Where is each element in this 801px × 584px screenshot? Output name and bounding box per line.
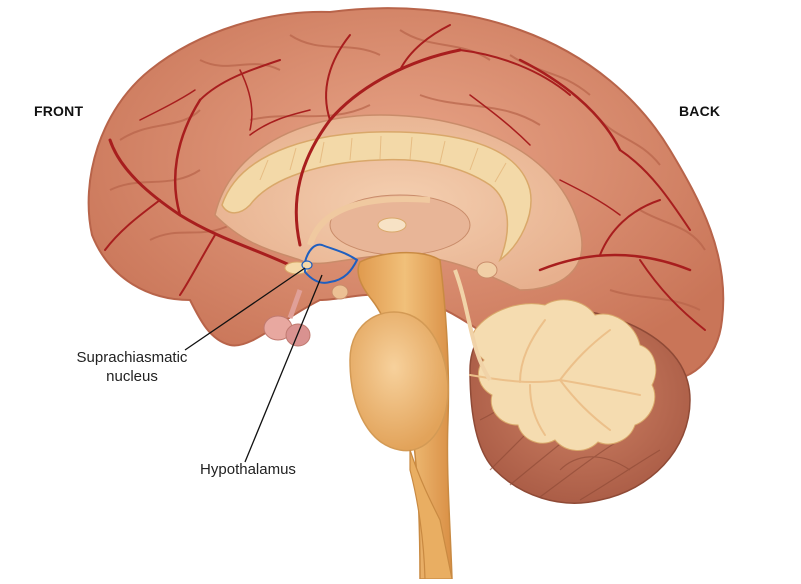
back-label: BACK xyxy=(679,103,721,119)
scn-label-line2: nucleus xyxy=(106,368,158,385)
pons xyxy=(349,311,449,452)
pituitary-gland xyxy=(263,289,311,347)
pineal-gland xyxy=(476,261,498,279)
suprachiasmatic-nucleus-label: Suprachiasmatic nucleus xyxy=(52,348,212,386)
mammillary-body xyxy=(331,284,349,300)
cerebral-aqueduct xyxy=(453,269,492,382)
front-label: FRONT xyxy=(34,103,84,119)
fornix xyxy=(307,196,431,246)
corpus-callosum-striations xyxy=(259,135,507,183)
cortex-gyri xyxy=(109,29,706,311)
arbor-vitae-branches xyxy=(469,319,641,436)
hypothalamus-label: Hypothalamus xyxy=(200,461,296,478)
scn-leader-line xyxy=(184,267,306,351)
suprachiasmatic-nucleus-marker xyxy=(301,260,313,270)
hypothalamus-leader-line xyxy=(244,274,323,463)
interthalamic-adhesion xyxy=(377,217,407,233)
corpus-callosum xyxy=(221,131,532,263)
scn-label-line1: Suprachiasmatic xyxy=(76,349,188,366)
